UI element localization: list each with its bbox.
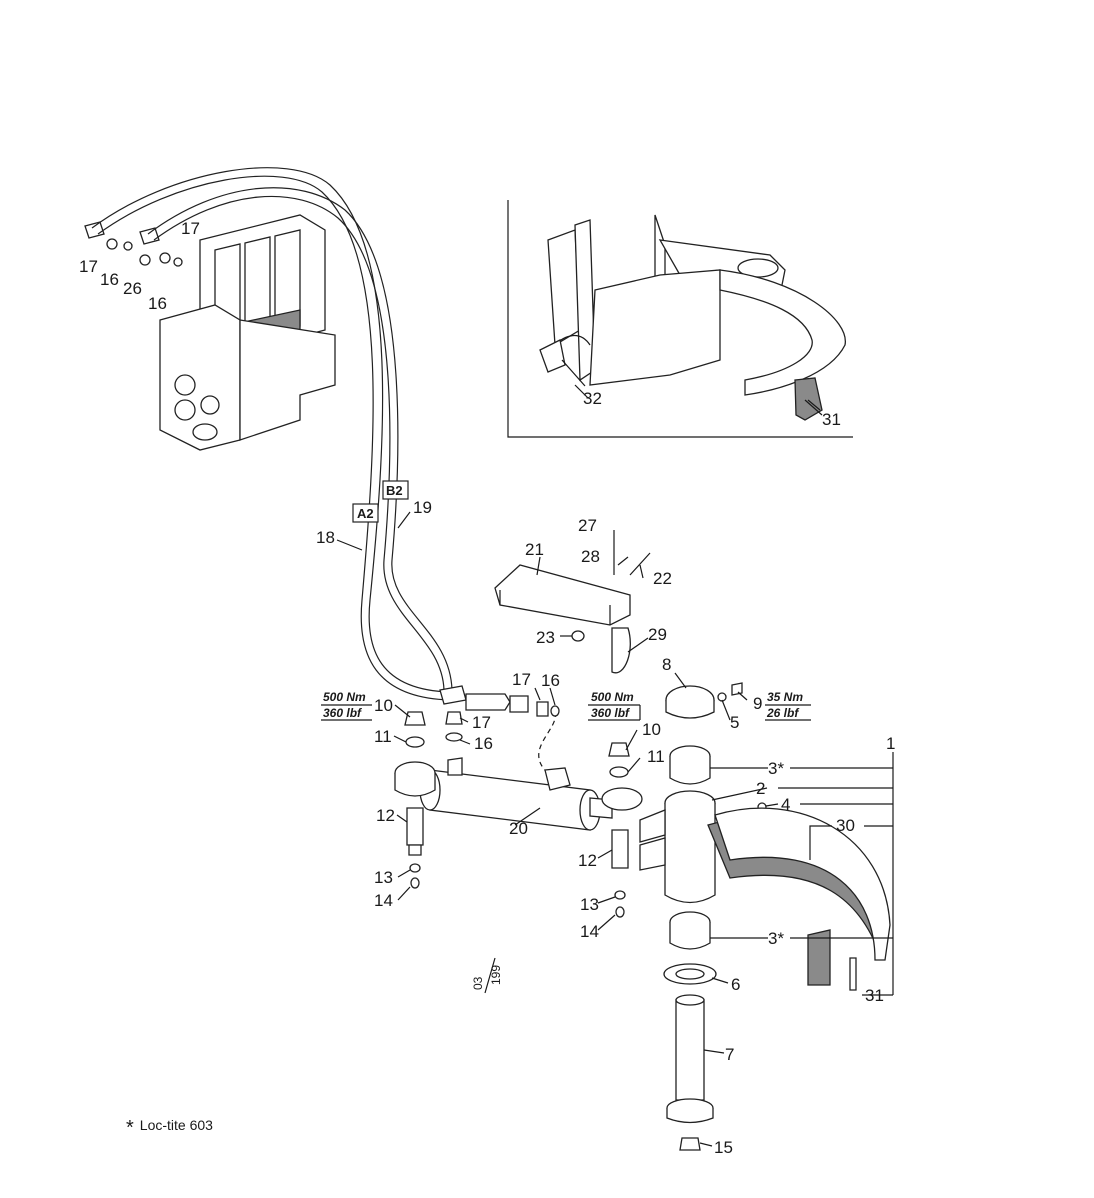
label-9: 9: [753, 694, 762, 713]
label-8: 8: [662, 655, 671, 674]
label-6: 6: [731, 975, 740, 994]
label-29: 29: [648, 625, 667, 644]
label-22: 22: [653, 569, 672, 588]
leader-lines: [336, 359, 894, 1147]
label-11-left: 11: [374, 727, 392, 746]
label-30: 30: [836, 816, 855, 835]
label-27: 27: [578, 516, 597, 535]
label-28: 28: [581, 547, 600, 566]
torque-mid-nm: 500 Nm: [591, 690, 634, 704]
cylinder-fittings: [445, 701, 560, 742]
drawing-ref-bottom: 199: [489, 965, 503, 985]
label-4: 4: [781, 795, 790, 814]
label-21: 21: [525, 540, 544, 559]
footnote: * Loc-tite 603: [126, 1117, 213, 1140]
label-23: 23: [536, 628, 555, 647]
label-18: 18: [316, 528, 335, 547]
torque-box-mid: 500 Nm 360 lbf: [588, 690, 641, 721]
footnote-symbol: *: [126, 1117, 134, 1139]
label-15: 15: [714, 1138, 733, 1157]
label-13-left: 13: [374, 868, 393, 887]
label-12-right: 12: [578, 851, 597, 870]
inset-detail-view: [507, 200, 853, 438]
torque-right-lbf: 26 lbf: [766, 706, 799, 720]
drawing-ref-top: 03: [471, 976, 485, 990]
torque-mid-lbf: 360 lbf: [591, 706, 630, 720]
label-17-c: 17: [512, 670, 531, 689]
label-3-lower: 3*: [768, 929, 784, 948]
label-11-right: 11: [647, 747, 665, 766]
label-13-right: 13: [580, 895, 599, 914]
drawing-reference: 03 199: [471, 957, 503, 994]
svg-text:B2: B2: [386, 483, 403, 498]
right-pin-stack: [608, 742, 630, 918]
label-14-right: 14: [580, 922, 599, 941]
label-16-d: 16: [474, 734, 493, 753]
label-31-inset: 31: [822, 410, 841, 429]
label-16-a: 16: [100, 270, 119, 289]
label-7: 7: [725, 1045, 734, 1064]
label-16-b: 16: [148, 294, 167, 313]
torque-box-left: 500 Nm 360 lbf: [321, 690, 372, 721]
label-2: 2: [756, 779, 765, 798]
port-tag-a2: A2: [352, 503, 379, 523]
pivot-column-assembly: [639, 682, 891, 1151]
label-3-upper: 3*: [768, 759, 784, 778]
torque-left-nm: 500 Nm: [323, 690, 366, 704]
label-16-c: 16: [541, 671, 560, 690]
torque-box-right: 35 Nm 26 lbf: [765, 690, 811, 721]
torque-left-lbf: 360 lbf: [323, 706, 362, 720]
label-1: 1: [886, 734, 895, 753]
label-20: 20: [509, 819, 528, 838]
label-10-right: 10: [642, 720, 661, 739]
item-labels: 1 2 3* 3* 4 5 6 7 8 9 10 10 11 11 12 12 …: [79, 219, 895, 1157]
label-31: 31: [865, 986, 884, 1005]
hydraulic-cylinder: [394, 757, 643, 831]
svg-text:A2: A2: [357, 506, 374, 521]
control-valve-block: [84, 214, 336, 451]
torque-right-nm: 35 Nm: [767, 690, 803, 704]
label-10-left: 10: [374, 696, 393, 715]
label-5: 5: [730, 713, 739, 732]
sensor-unit: [494, 530, 651, 674]
label-26: 26: [123, 279, 142, 298]
label-32: 32: [583, 389, 602, 408]
label-17-b: 17: [79, 257, 98, 276]
label-14-left: 14: [374, 891, 393, 910]
label-17-d: 17: [472, 713, 491, 732]
left-pin-stack: [404, 711, 426, 889]
footnote-text: Loc-tite 603: [139, 1117, 213, 1133]
hydraulic-hoses: [91, 167, 556, 776]
label-12-left: 12: [376, 806, 395, 825]
port-tag-b2: B2: [382, 480, 409, 500]
label-17-a: 17: [181, 219, 200, 238]
label-19: 19: [413, 498, 432, 517]
